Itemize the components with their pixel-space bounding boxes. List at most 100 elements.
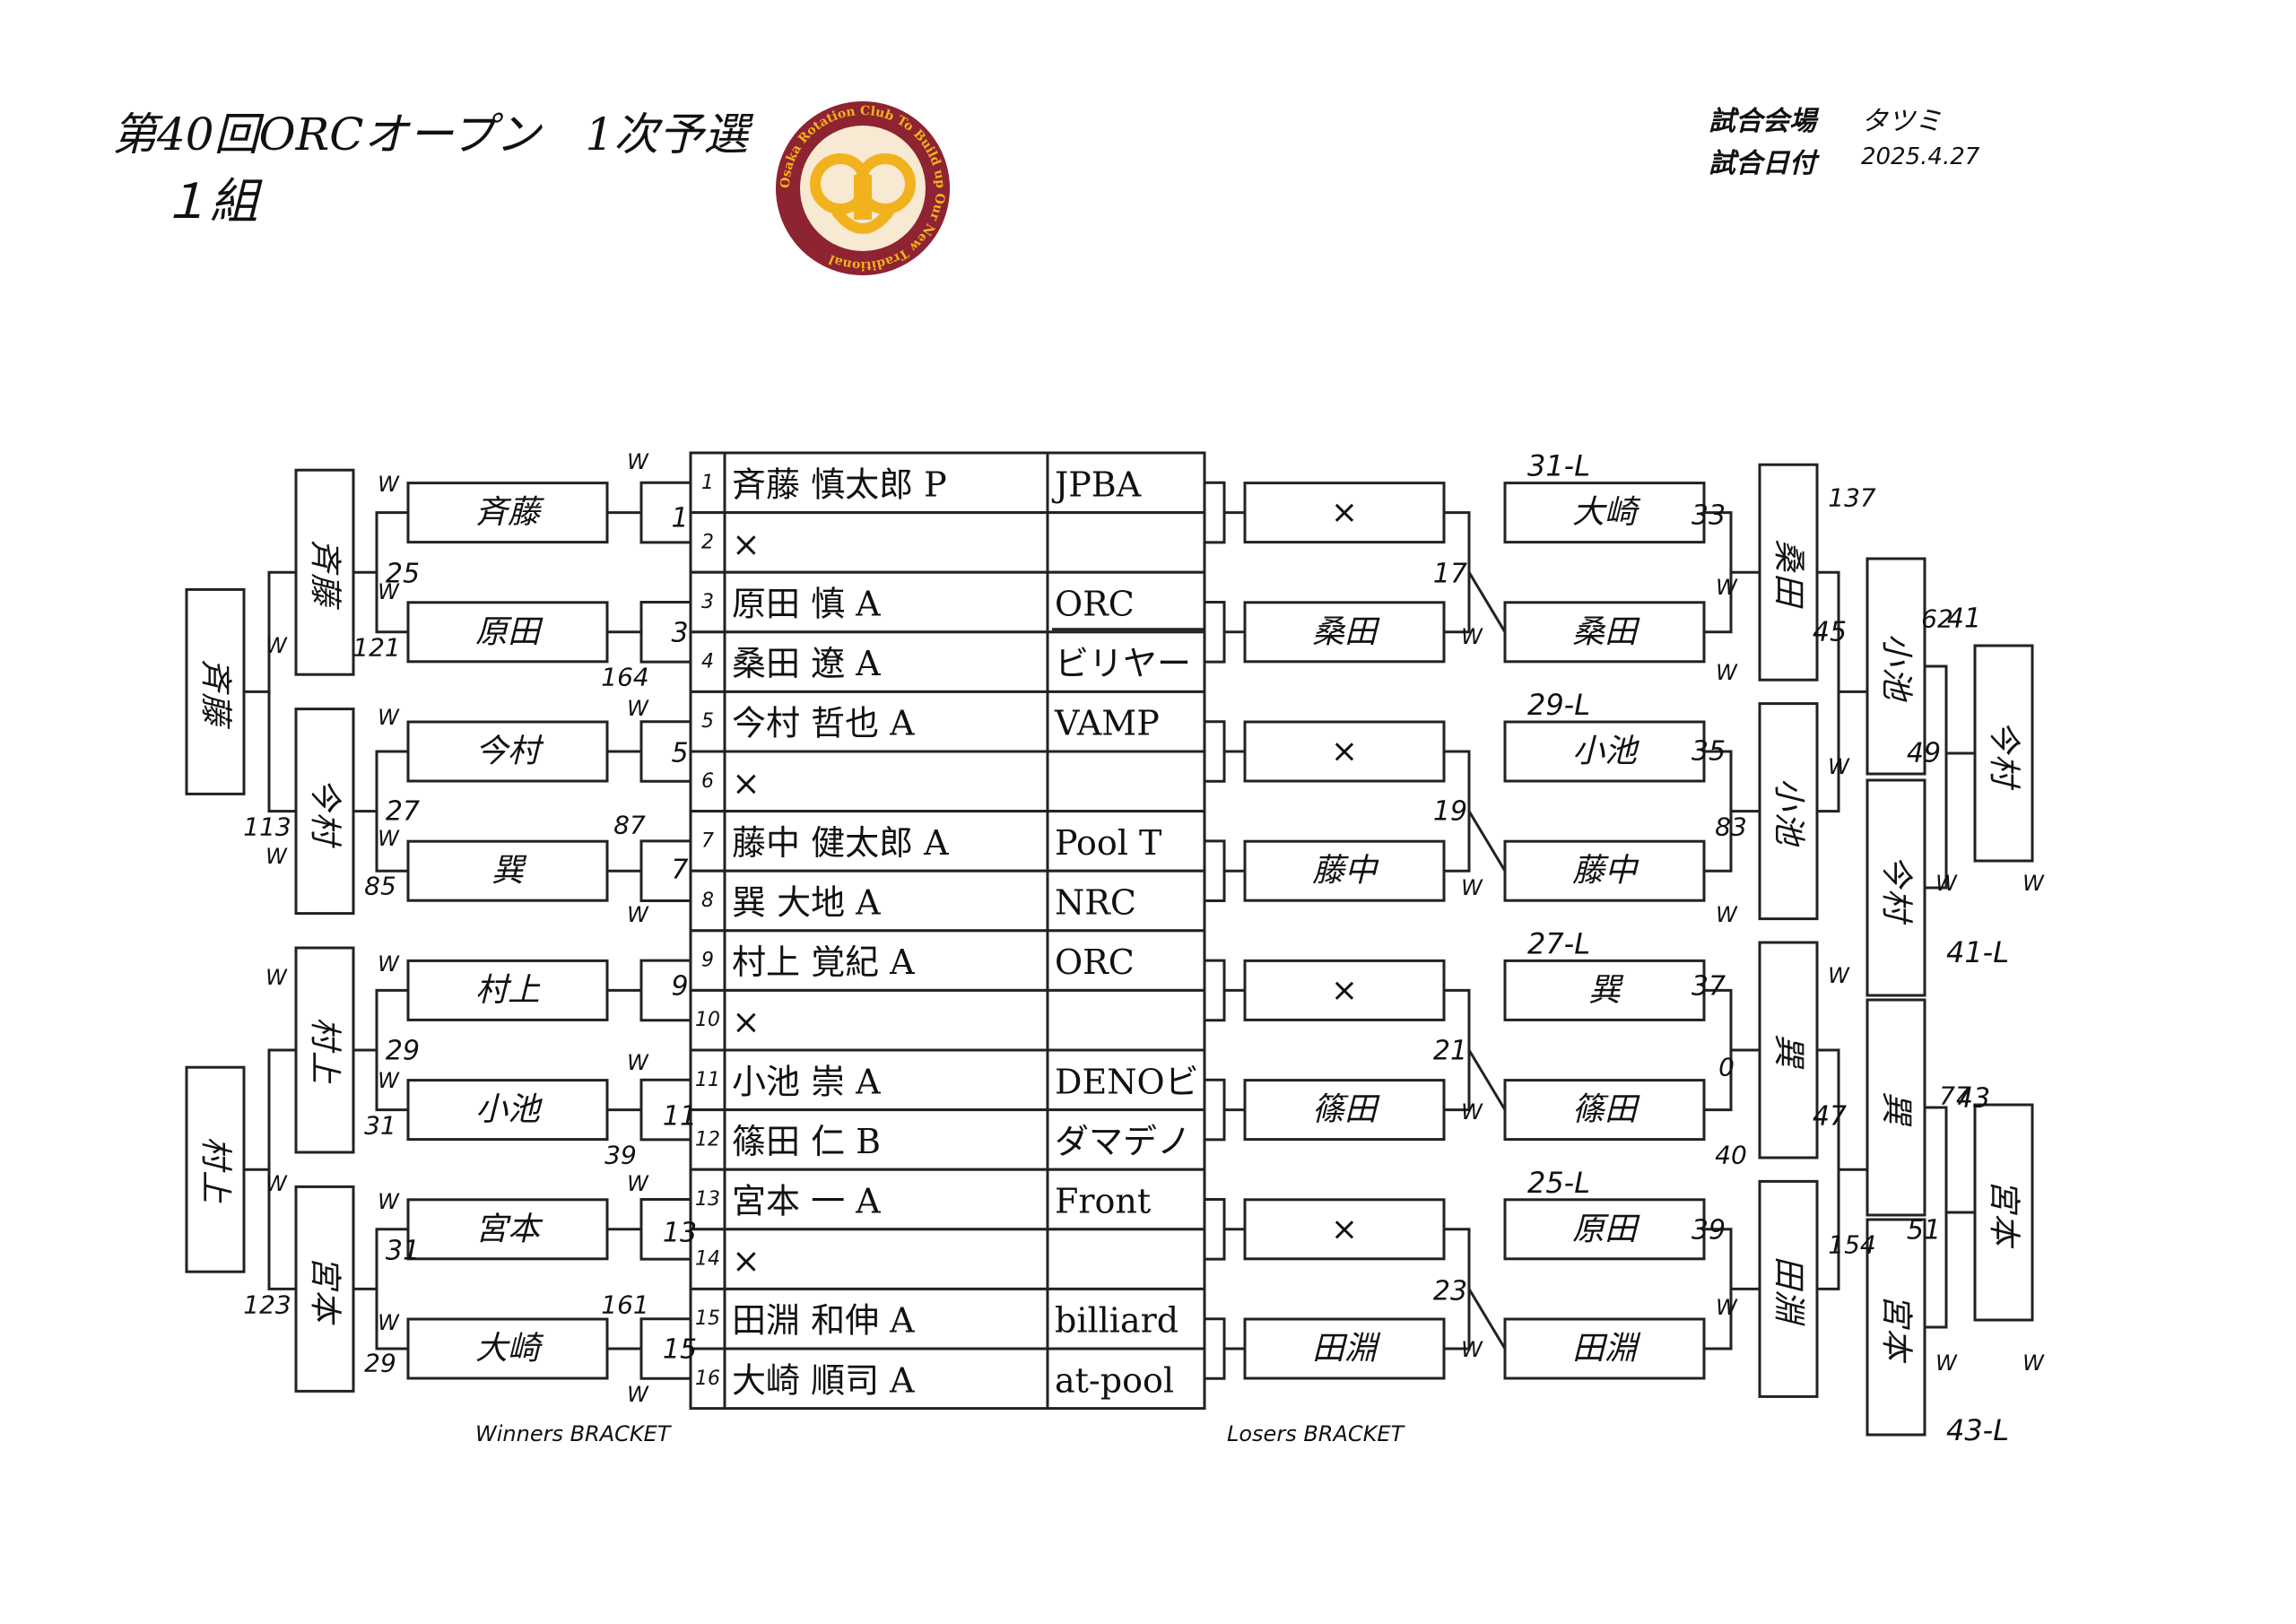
match-number: 13 xyxy=(663,1218,697,1249)
entry-number: 16 xyxy=(695,1368,720,1390)
match-number: 35 xyxy=(1692,736,1726,768)
winners-r1-name: 大崎 xyxy=(475,1331,544,1368)
winner-mark: W xyxy=(378,1310,400,1335)
winner-mark: W xyxy=(1716,575,1738,600)
losers-r5-name: 宮 xyxy=(1986,1179,2022,1215)
winners-r3-box xyxy=(185,587,246,795)
losers-r3-name: 桑 xyxy=(1770,539,1807,573)
winner-mark: W xyxy=(265,633,288,658)
entry-row xyxy=(689,810,1206,873)
losers-r2-box xyxy=(1503,1079,1706,1142)
score-label: 87 xyxy=(613,811,646,840)
match-number: 33 xyxy=(1692,500,1726,532)
winners-bracket-caption: Winners BRACKET xyxy=(475,1421,671,1446)
bracket-line xyxy=(267,1048,296,1290)
page-title: 第40回ORCオープン 1次予選 xyxy=(112,109,749,161)
entry-name: × xyxy=(732,1003,761,1042)
winner-mark: W xyxy=(1828,754,1850,779)
losers-r1-name: × xyxy=(1331,1211,1358,1247)
losers-r4-name: 本 xyxy=(1878,1328,1915,1364)
match-number: 27 xyxy=(386,796,420,828)
winners-r2-box xyxy=(294,468,355,676)
entry-row xyxy=(689,750,1206,813)
losers-r3-box xyxy=(1758,941,1819,1159)
bracket-line xyxy=(1205,839,1226,902)
losers-r3-name: 池 xyxy=(1770,812,1807,847)
entry-number: 8 xyxy=(701,890,714,912)
winners-r3-name: 上 xyxy=(197,1170,234,1203)
entry-club: billiard xyxy=(1055,1301,1178,1341)
entry-number: 12 xyxy=(695,1128,720,1151)
losers-r5-box xyxy=(1973,1103,2034,1322)
winner-mark: W xyxy=(265,1171,288,1196)
entry-number: 7 xyxy=(701,829,714,852)
entry-name: × xyxy=(732,525,761,564)
entry-row xyxy=(689,1168,1206,1231)
match-number: 31 xyxy=(386,1236,420,1267)
entry-club: ORC xyxy=(1055,942,1135,982)
entry-name: × xyxy=(732,763,761,803)
winner-mark: W xyxy=(627,696,649,721)
venue-value: タツミ xyxy=(1861,106,1942,137)
entry-number: 5 xyxy=(701,710,714,733)
losers-r1-name: × xyxy=(1331,734,1358,770)
winners-r1-box xyxy=(406,601,609,664)
entry-name: 原田 慎 A xyxy=(732,585,881,624)
losers-r1-name: 篠田 xyxy=(1312,1091,1380,1128)
winner-mark: W xyxy=(378,951,400,977)
losers-r2-box xyxy=(1503,601,1706,664)
match-number: 45 xyxy=(1813,617,1847,648)
entry-club: JPBA xyxy=(1051,465,1142,504)
entry-number: 4 xyxy=(701,651,714,673)
match-number: 23 xyxy=(1433,1276,1467,1307)
winners-r1-box xyxy=(406,959,609,1021)
losers-r4-box xyxy=(1866,1218,1926,1437)
winner-mark: W xyxy=(2022,1350,2045,1376)
winners-r2-name: 宮 xyxy=(307,1255,344,1291)
score-label: 77 xyxy=(1939,1081,1971,1111)
winners-r1-name: 村上 xyxy=(475,972,541,1009)
score-label: 113 xyxy=(243,812,291,842)
bracket-line xyxy=(1205,481,1226,544)
group-title: １組 xyxy=(161,173,258,230)
bracket-line xyxy=(1205,601,1226,664)
winners-r1-box xyxy=(406,1198,609,1261)
entry-club: at-pool xyxy=(1055,1360,1174,1400)
losers-bracket-caption: Losers BRACKET xyxy=(1227,1421,1405,1446)
winners-r1-box xyxy=(406,839,609,902)
match-number: 25 xyxy=(386,559,420,590)
winners-r1-name: 宮本 xyxy=(475,1211,544,1247)
score-label: 154 xyxy=(1828,1230,1875,1260)
losers-r1-name: × xyxy=(1331,494,1358,531)
match-number: 37 xyxy=(1692,971,1726,1003)
score-label: 164 xyxy=(601,663,648,692)
winner-mark: W xyxy=(378,1189,400,1214)
loser-drop-label: 25-L xyxy=(1527,1166,1590,1200)
losers-r5-name: 今 xyxy=(1986,720,2022,756)
losers-r2-name: 桑田 xyxy=(1572,613,1640,650)
winner-mark: W xyxy=(378,1068,400,1093)
entry-name: 宮本 一 A xyxy=(732,1182,881,1221)
entry-club: ダマデノ xyxy=(1055,1122,1191,1161)
bracket-line xyxy=(1205,1317,1226,1380)
score-label: 31 xyxy=(364,1111,396,1141)
losers-r4-box xyxy=(1866,998,1926,1217)
losers-r3-name: 田 xyxy=(1770,573,1807,609)
entry-club: Pool T xyxy=(1055,823,1161,863)
entry-number: 2 xyxy=(701,531,714,553)
entry-number: 9 xyxy=(701,950,714,972)
entry-row xyxy=(689,988,1206,1052)
losers-r1-box xyxy=(1243,720,1446,783)
winner-mark: W xyxy=(1935,1350,1958,1376)
winner-mark: W xyxy=(627,1171,649,1196)
losers-r1-name: × xyxy=(1331,972,1358,1009)
match-number: 11 xyxy=(663,1101,697,1133)
entry-club: VAMP xyxy=(1054,704,1160,743)
bracket-line xyxy=(1925,664,1948,890)
match-number: 9 xyxy=(671,971,688,1003)
loser-drop-label: 29-L xyxy=(1527,688,1590,722)
bracket-line xyxy=(267,570,296,813)
entry-club: NRC xyxy=(1055,883,1136,923)
losers-r4-name: 小 xyxy=(1878,633,1915,666)
